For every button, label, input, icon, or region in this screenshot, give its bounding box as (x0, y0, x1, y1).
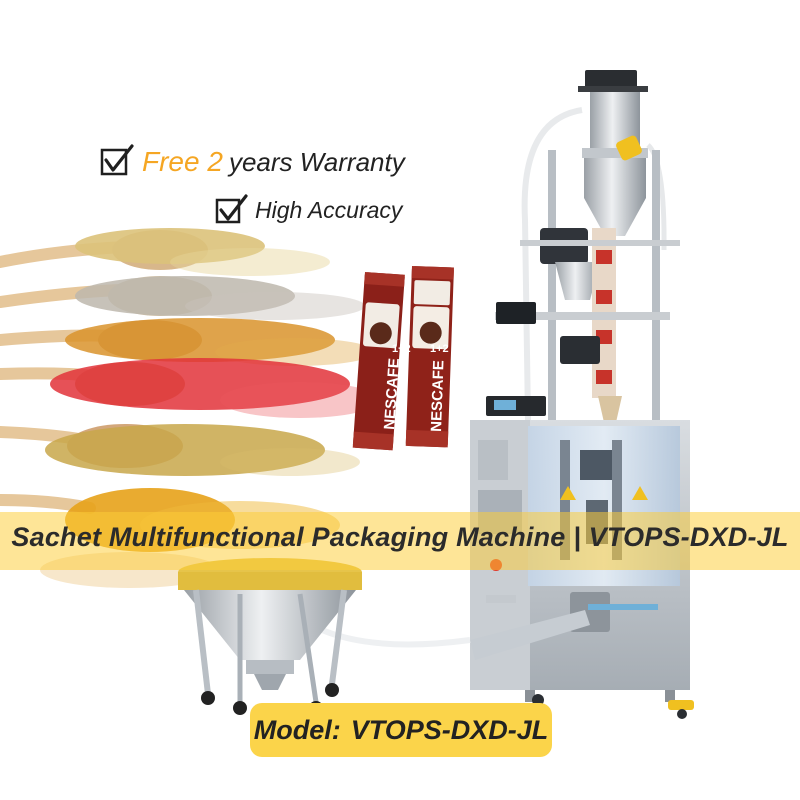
sachet-brand: NESCAFE (381, 358, 403, 431)
feature-warranty-accent: Free 2 (142, 146, 223, 177)
check-icon (100, 144, 134, 176)
sachet-label: 1+2 (392, 343, 411, 355)
feeder-hopper (178, 558, 471, 715)
feature-accuracy: High Accuracy (255, 197, 402, 224)
title-banner (0, 512, 800, 570)
sachet-brand-2: NESCAFE (428, 360, 447, 432)
sachet-label-2: 1+2 (430, 343, 449, 355)
banner-title: Sachet Multifunctional Packaging Machine… (11, 522, 789, 552)
spice-spoons (0, 228, 380, 588)
feature-warranty: Free 2 years Warranty (142, 146, 405, 178)
model-label: Model: (253, 714, 341, 745)
model-value: VTOPS-DXD-JL (350, 714, 549, 745)
model-badge: Model: VTOPS-DXD-JL (250, 703, 552, 757)
feature-warranty-text: years Warranty (228, 146, 405, 177)
check-icon (215, 194, 248, 224)
feature-accuracy-text: High Accuracy (255, 197, 403, 223)
coffee-sachets (352, 266, 454, 451)
